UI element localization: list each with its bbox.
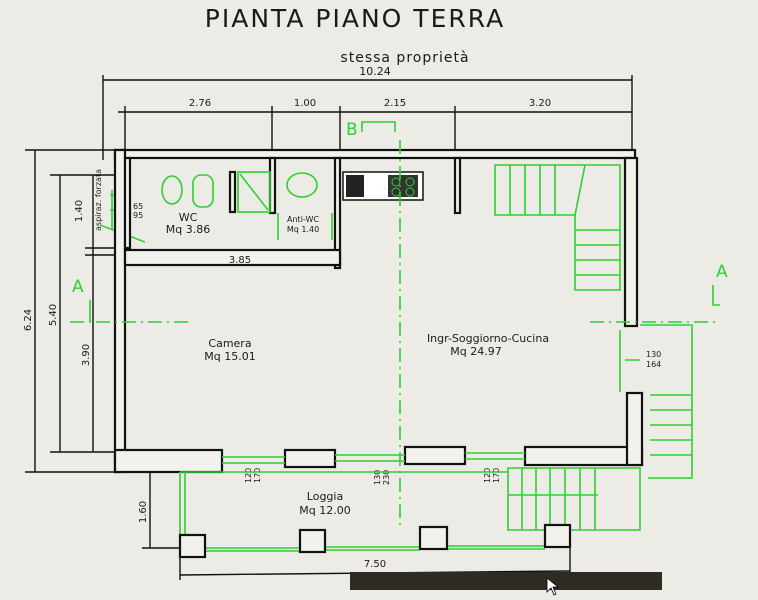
dim-loggia-width: 7.50 [364,559,386,570]
dim-window-2a: 130 [373,470,382,485]
bathroom-fixtures [161,171,333,240]
dim-loggia-depth: 1.60 [138,501,149,523]
dim-inner-height: 5.40 [48,304,59,326]
top-dimensions: 10.24 2.76 1.00 2.15 3.20 [102,65,633,210]
dim-seg-2: 1.00 [294,98,316,109]
room-soggiorno-name: Ingr-Soggiorno-Cucina [427,332,549,345]
room-loggia-name: Loggia [307,490,343,503]
room-soggiorno-area: Mq 24.97 [450,345,501,358]
dim-camera-height: 3.90 [81,344,92,366]
dim-seg-1: 2.76 [189,98,211,109]
dim-window-3b: 170 [492,468,501,483]
external-stairs: 130 164 [507,324,693,531]
dim-seg-3: 2.15 [384,98,406,109]
section-b: B [346,120,358,140]
room-antiwc-area: Mq 1.40 [287,225,319,234]
walls: 3.85 [113,148,644,474]
section-lines: A A B [70,120,728,530]
mouse-cursor-icon [546,577,560,596]
dim-wc-height: 1.40 [74,200,85,222]
room-loggia-area: Mq 12.00 [299,504,350,517]
room-labels: WC Mq 3.86 Anti-WC Mq 1.40 Camera Mq 15.… [166,211,549,517]
dim-aspiration-a: 65 [133,202,143,211]
dim-seg-4: 3.20 [529,98,551,109]
loggia: 1.60 7.50 [138,471,572,580]
room-camera-name: Camera [208,337,251,350]
dim-window-3a: 120 [483,468,492,483]
dim-window-1a: 120 [244,468,253,483]
windows: 120 170 130 230 120 170 [222,452,525,485]
room-wc-name: WC [179,211,198,224]
scrollbar-thumb[interactable] [350,572,662,590]
kitchen-fixtures [342,171,424,201]
dim-door-right-b: 164 [646,360,661,369]
internal-stairs [494,164,621,291]
dim-window-2b: 230 [382,470,391,485]
section-a-right: A [716,262,728,282]
dim-door-right-a: 130 [646,350,661,359]
dim-aspiration-b: 95 [133,211,143,220]
room-antiwc-name: Anti-WC [287,215,319,224]
plan-subtitle: stessa proprietà [340,50,469,66]
dim-total-width: 10.24 [359,65,391,78]
dim-window-1b: 170 [253,468,262,483]
plan-title: PIANTA PIANO TERRA [205,4,505,33]
aspiration-note: aspiraz. forzata [94,169,103,231]
section-a-left: A [72,277,84,297]
room-camera-area: Mq 15.01 [204,350,255,363]
room-wc-area: Mq 3.86 [166,223,210,236]
dim-total-height: 6.24 [23,309,34,331]
dim-wc-wall: 3.85 [229,255,251,266]
